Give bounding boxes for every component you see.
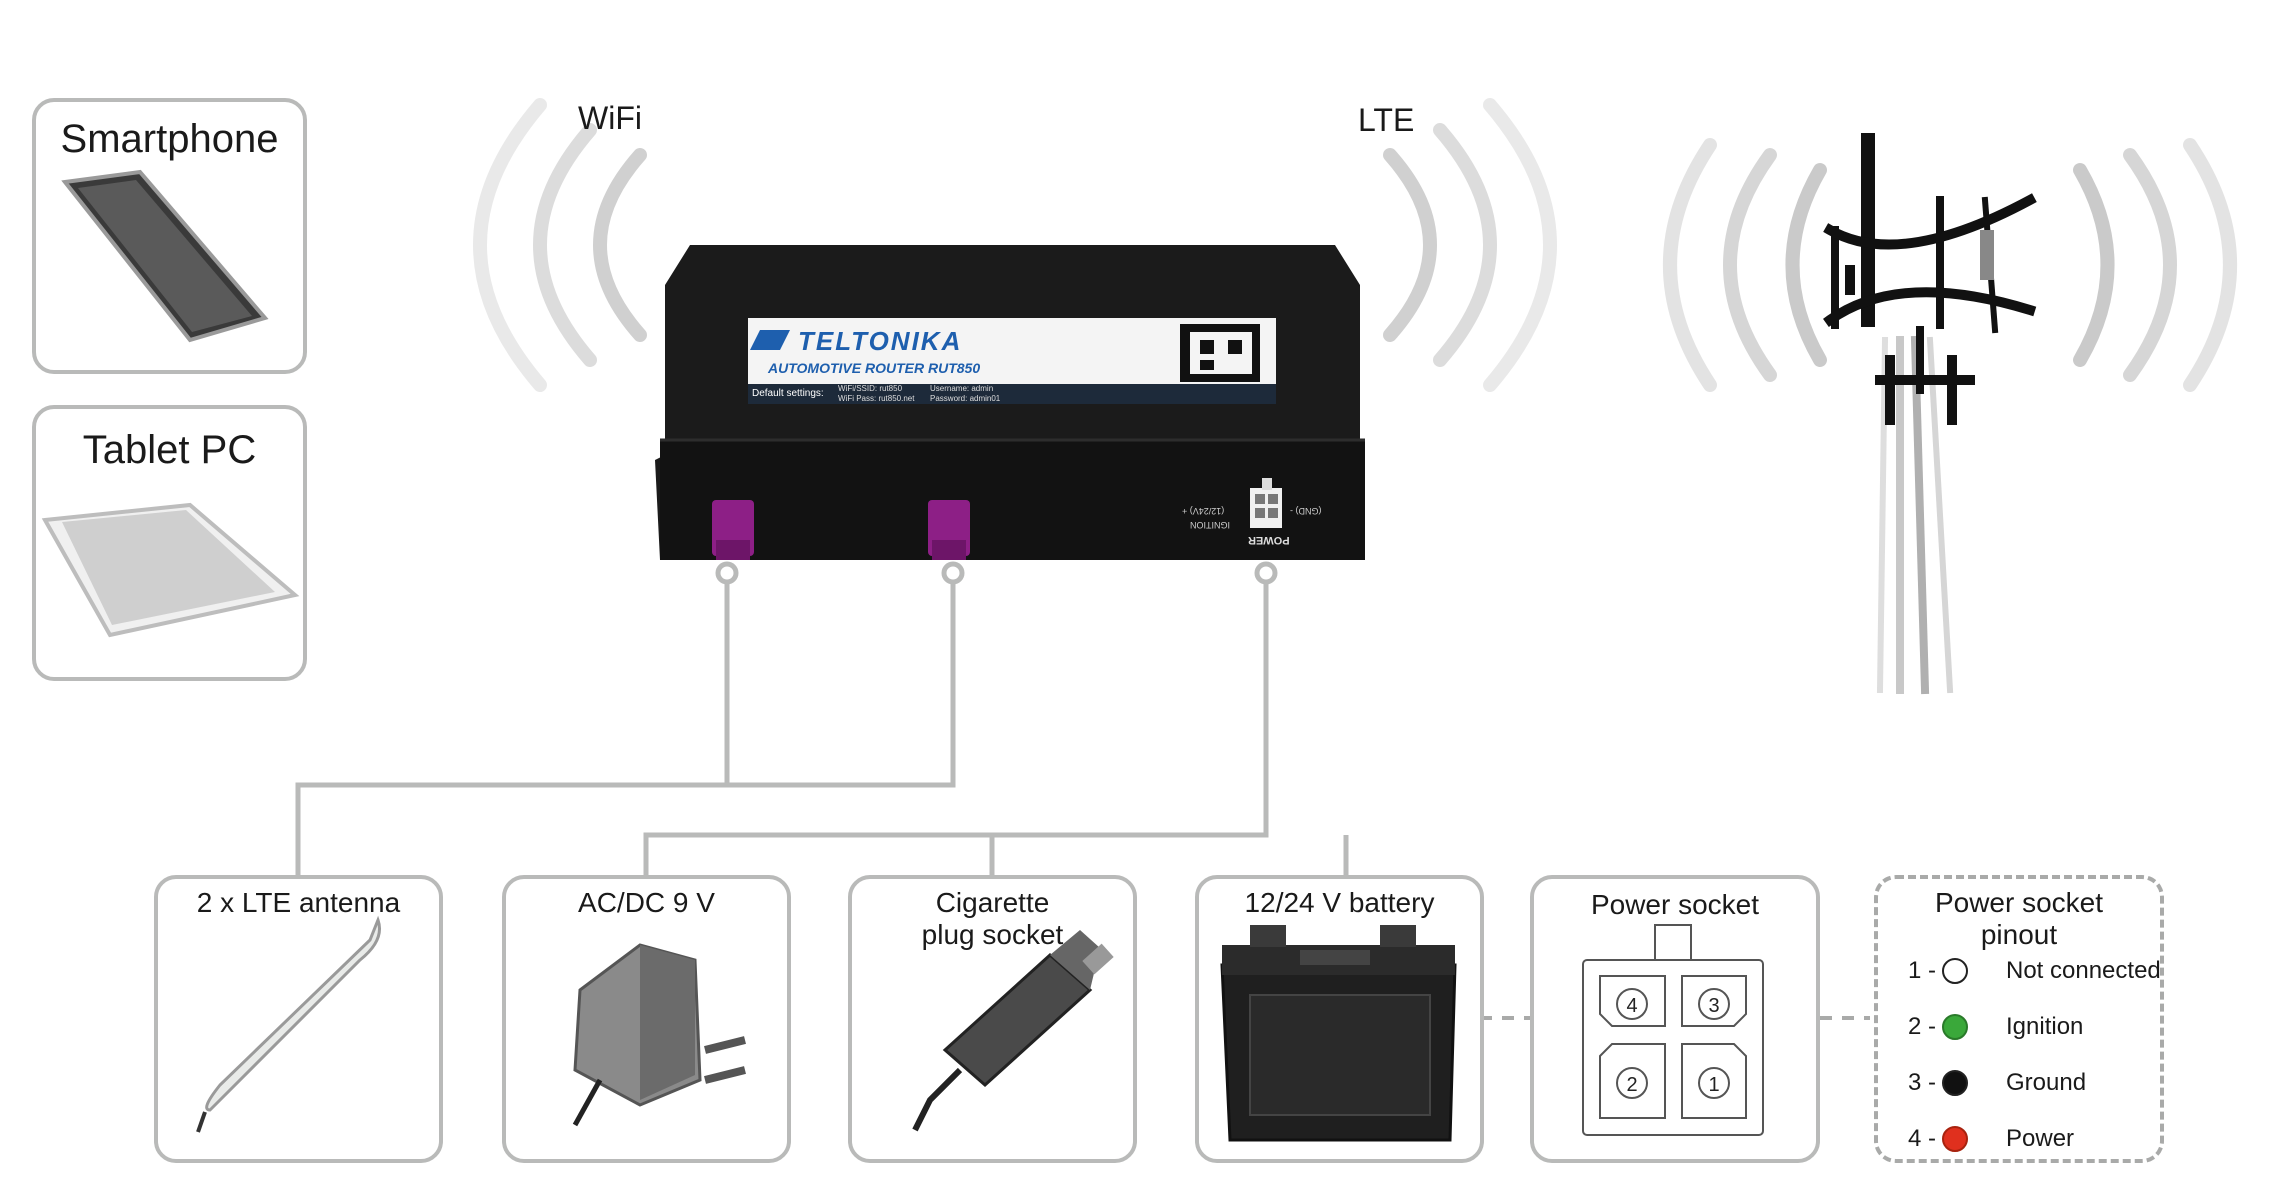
- router-volt-label: (12/24V) +: [1182, 506, 1225, 516]
- acdc-adapter-box: AC/DC 9 V: [502, 875, 791, 1163]
- router-power-label: POWER: [1248, 534, 1290, 546]
- pin-number: 2 -: [1907, 1013, 1936, 1040]
- lte-label: LTE: [1358, 102, 1415, 138]
- wifi-waves: [473, 98, 647, 392]
- power-socket-title: Power socket: [1590, 889, 1760, 920]
- battery-box: 12/24 V battery: [1195, 875, 1484, 1163]
- router-default-settings: Default settings:: [752, 388, 824, 399]
- tablet-title: Tablet PC: [82, 428, 257, 472]
- router-ignition-label: IGNITION: [1190, 520, 1230, 530]
- tower-waves: [1663, 138, 2237, 392]
- power-adapter-icon: [572, 943, 746, 1127]
- pin-dot-black: [1942, 1070, 1968, 1096]
- router-model: AUTOMOTIVE ROUTER RUT850: [768, 360, 981, 376]
- pinout-box: Power socket pinout 1 - Not connected 2 …: [1874, 875, 2164, 1163]
- cigarette-plug-box: Cigarette plug socket: [848, 875, 1137, 1163]
- connection-lines: [295, 561, 1349, 875]
- tablet-box: Tablet PC: [32, 405, 307, 681]
- pin-label-not-connected: Not connected: [2006, 957, 2161, 984]
- battery-title: 12/24 V battery: [1244, 887, 1435, 918]
- power-socket-box: Power socket: [1530, 875, 1820, 1163]
- pinout-title: Power socket pinout: [1934, 887, 2104, 950]
- cigarette-plug-title: Cigarette plug socket: [921, 887, 1064, 950]
- pin-dot-white: [1942, 958, 1968, 984]
- pin-number: 1 -: [1907, 957, 1936, 984]
- power-socket-diagram: 4 3 2 1: [1582, 924, 1764, 1136]
- router-gnd-label: (GND) -: [1290, 506, 1322, 516]
- router-wifi-ssid: WiFi/SSID: rut850: [838, 384, 903, 393]
- cell-tower-icon: [1823, 133, 2037, 695]
- socket-pin-label: 3: [1708, 995, 1719, 1017]
- router-password: Password: admin01: [930, 394, 1001, 403]
- socket-pin-label: 1: [1708, 1074, 1719, 1096]
- wifi-label: WiFi: [578, 100, 642, 136]
- router-wifi-pass: WiFi Pass: rut850.net: [838, 394, 915, 403]
- pin-number: 3 -: [1907, 1069, 1936, 1096]
- smartphone-icon: [61, 169, 269, 343]
- router-username: Username: admin: [930, 384, 994, 393]
- pinout-row-1: 1 - Not connected: [1896, 951, 2161, 991]
- lte-antenna-box: 2 x LTE antenna: [154, 875, 443, 1163]
- smartphone-title: Smartphone: [60, 117, 279, 161]
- antenna-icon: [196, 915, 381, 1133]
- pin-label-power: Power: [2006, 1125, 2075, 1152]
- router-brand: TELTONIKA: [798, 326, 963, 356]
- lte-waves: [1383, 98, 1557, 392]
- lte-antenna-title: 2 x LTE antenna: [196, 887, 401, 918]
- tablet-icon: [41, 502, 300, 638]
- router-device: [655, 245, 1365, 560]
- pin-number: 4 -: [1907, 1125, 1936, 1152]
- smartphone-box: Smartphone: [32, 98, 307, 374]
- pin-label-ignition: Ignition: [2006, 1013, 2084, 1040]
- socket-pin-label: 2: [1626, 1074, 1637, 1096]
- pin-label-ground: Ground: [2006, 1069, 2087, 1096]
- pinout-row-3: 3 - Ground: [1896, 1063, 2086, 1103]
- car-charger-icon: [912, 930, 1114, 1132]
- pin-dot-red: [1942, 1126, 1968, 1152]
- pinout-row-4: 4 - Power: [1896, 1119, 2074, 1159]
- battery-icon: [1220, 925, 1457, 1142]
- pinout-row-2: 2 - Ignition: [1896, 1007, 2083, 1047]
- pin-dot-green: [1942, 1014, 1968, 1040]
- socket-pin-label: 4: [1626, 995, 1637, 1017]
- acdc-adapter-title: AC/DC 9 V: [578, 887, 715, 918]
